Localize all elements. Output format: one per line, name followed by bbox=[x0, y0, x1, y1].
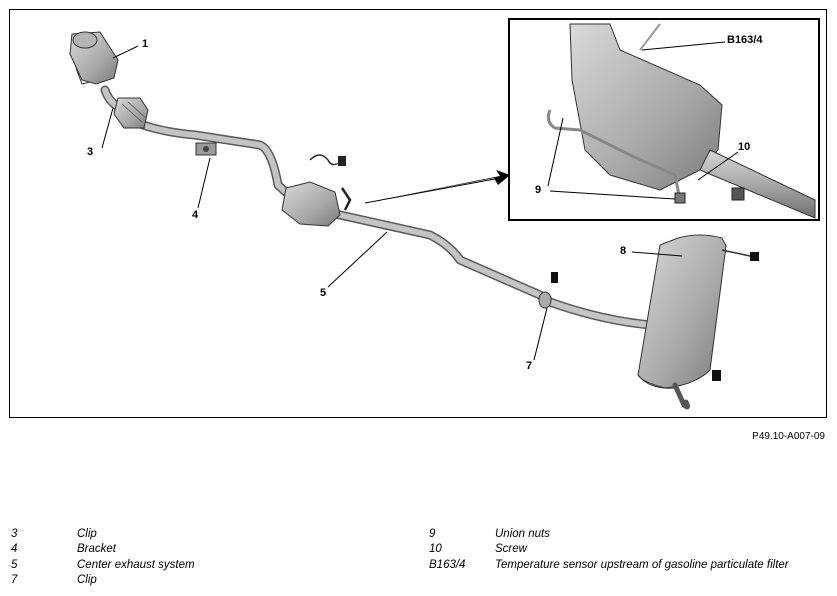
legend-row: 5 Center exhaust system bbox=[11, 558, 195, 573]
legend-row: 3 Clip bbox=[11, 527, 195, 542]
legend-text: Bracket bbox=[77, 543, 116, 556]
legend-row: 10 Screw bbox=[429, 542, 789, 557]
callout-5: 5 bbox=[320, 287, 327, 299]
legend-text: Screw bbox=[495, 543, 527, 556]
legend-number: 5 bbox=[11, 558, 18, 571]
legend-text: Center exhaust system bbox=[77, 558, 195, 571]
legend-left: 3 Clip 4 Bracket 5 Center exhaust system… bbox=[11, 527, 195, 588]
bracket bbox=[195, 142, 217, 156]
exhaust-drawing bbox=[69, 18, 820, 410]
detail-inset bbox=[508, 18, 820, 221]
legend-text: Temperature sensor upstream of gasoline … bbox=[495, 558, 789, 571]
callout-1: 1 bbox=[142, 38, 149, 50]
exhaust-system-illustration: 1 3 4 5 7 8 9 10 B163/4 bbox=[9, 9, 827, 418]
legend-row: 4 Bracket bbox=[11, 542, 195, 557]
front-converter bbox=[113, 97, 149, 129]
callout-3: 3 bbox=[87, 146, 94, 158]
rear-muffler bbox=[637, 234, 759, 410]
legend-row: 9 Union nuts bbox=[429, 527, 789, 542]
legend-text: Clip bbox=[77, 528, 97, 540]
legend-number: 7 bbox=[11, 573, 18, 586]
callout-9: 9 bbox=[535, 184, 542, 196]
leader-lines bbox=[101, 41, 739, 361]
legend-number: 9 bbox=[429, 528, 436, 540]
callout-8: 8 bbox=[620, 245, 627, 257]
legend-number: 3 bbox=[11, 528, 18, 540]
center-muffler bbox=[281, 154, 352, 227]
legend-number: B163/4 bbox=[429, 558, 466, 571]
callout-7: 7 bbox=[526, 360, 533, 372]
legend-text: Clip bbox=[77, 573, 97, 586]
catalytic-converter bbox=[69, 31, 119, 85]
legend-number: 10 bbox=[429, 543, 442, 556]
legend-row: 7 Clip bbox=[11, 573, 195, 588]
callout-4: 4 bbox=[192, 209, 199, 221]
clip bbox=[538, 272, 558, 309]
callout-10: 10 bbox=[738, 141, 751, 153]
legend-text: Union nuts bbox=[495, 528, 550, 540]
callout-b163-4: B163/4 bbox=[727, 34, 763, 46]
legend-row: B163/4 Temperature sensor upstream of ga… bbox=[429, 558, 789, 573]
legend-number: 4 bbox=[11, 543, 18, 556]
figure-id: P49.10-A007-09 bbox=[752, 431, 825, 442]
inset-pointer bbox=[365, 170, 510, 203]
legend-right: 9 Union nuts 10 Screw B163/4 Temperature… bbox=[429, 527, 789, 573]
